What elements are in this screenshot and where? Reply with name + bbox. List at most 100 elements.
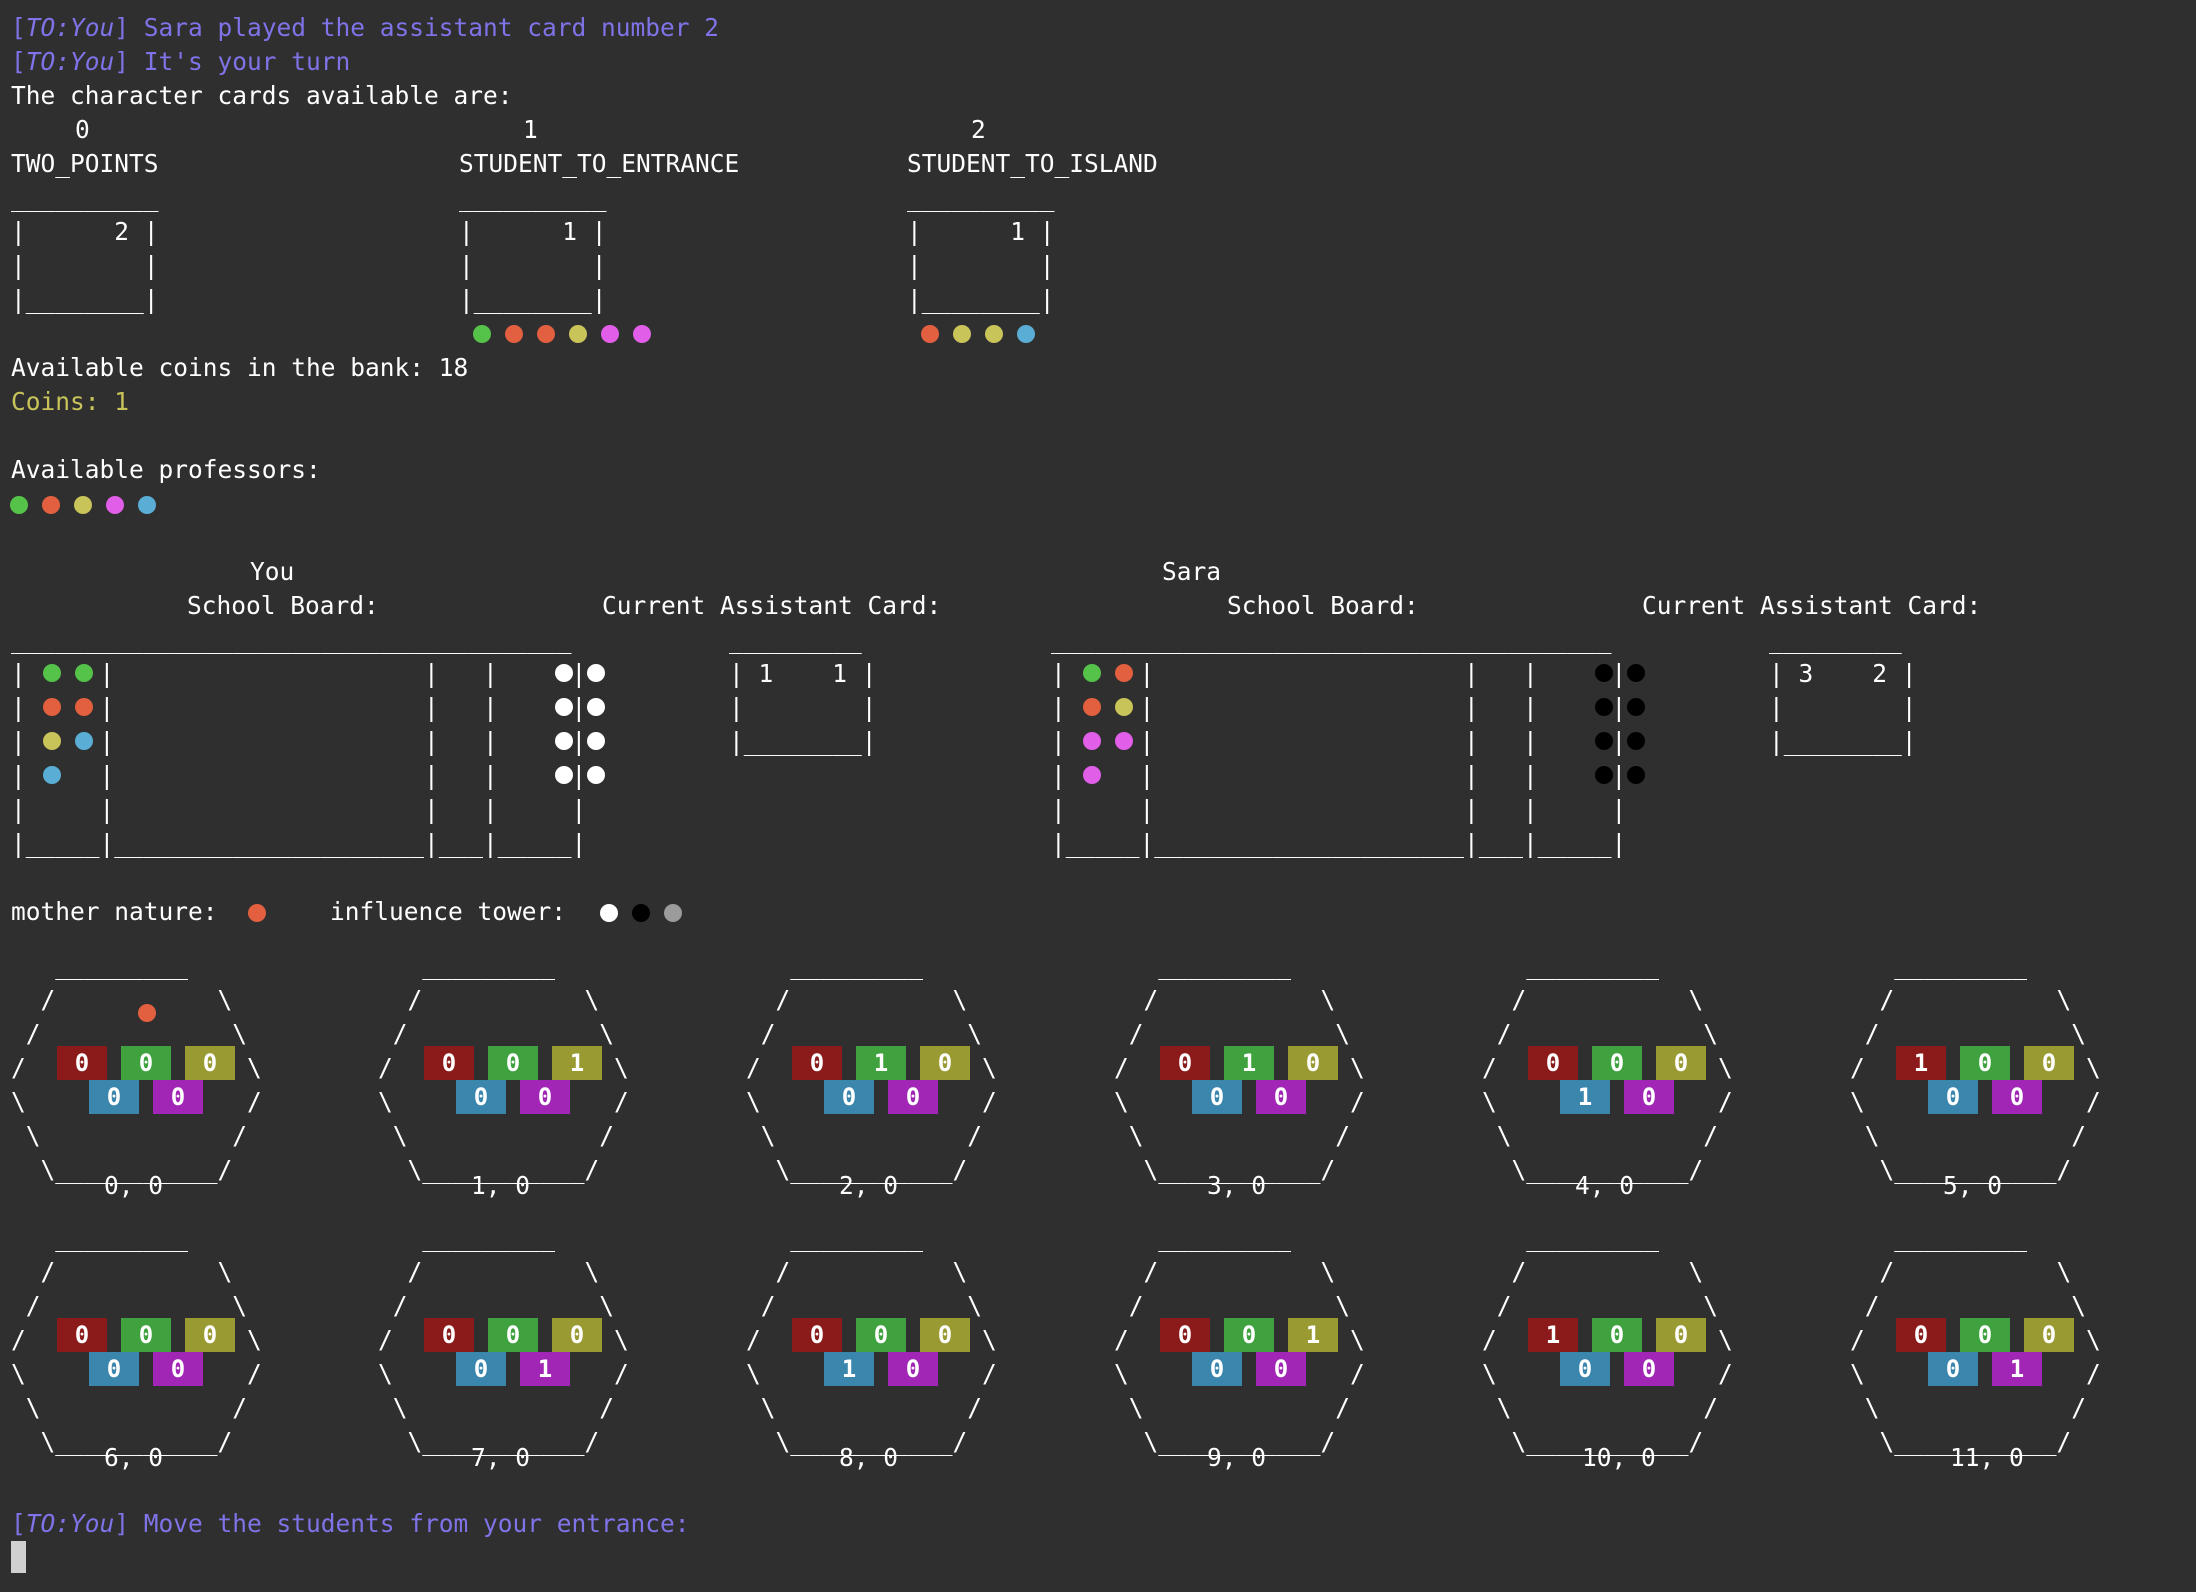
pink-professor-icon — [106, 496, 124, 514]
island-label: 6, 0 — [104, 1443, 164, 1472]
island-student-count: 1 — [1528, 1318, 1578, 1352]
blue-student-icon — [43, 766, 61, 784]
message-your-turn: [TO:You] It's your turn — [11, 47, 351, 76]
yellow-student-icon — [1115, 698, 1133, 716]
white-tower-icon — [555, 766, 573, 784]
green-student-icon — [43, 664, 61, 682]
island[interactable]: _________ / \ / \ / \ \ / \ / \_________… — [1114, 1223, 1365, 1456]
island-student-count: 0 — [824, 1080, 874, 1114]
black-tower-icon — [1595, 698, 1613, 716]
white-tower-icon — [587, 664, 605, 682]
island[interactable]: _________ / \ / \ / \ \ / \ / \_________… — [1482, 951, 1733, 1184]
island-student-count: 0 — [57, 1046, 107, 1080]
island-student-count: 0 — [1592, 1318, 1642, 1352]
pink-student-icon — [1083, 732, 1101, 750]
professors-list — [10, 496, 156, 514]
terminal-cursor[interactable] — [11, 1541, 26, 1573]
influence-tower-label: influence tower: — [330, 897, 567, 926]
island-student-count: 0 — [792, 1046, 842, 1080]
island-label: 5, 0 — [1943, 1171, 2003, 1200]
character-card[interactable]: __________ | 1 | | | |________| — [459, 183, 607, 314]
island-student-count: 0 — [1160, 1046, 1210, 1080]
yellow-student-icon — [43, 732, 61, 750]
green-student-icon — [473, 325, 491, 343]
island[interactable]: _________ / \ / \ / \ \ / \ / \_________… — [1114, 951, 1365, 1184]
island-label: 11, 0 — [1950, 1443, 2024, 1472]
island-student-count: 0 — [1192, 1352, 1242, 1386]
red-student-icon — [537, 325, 555, 343]
island[interactable]: _________ / \ / \ / \ \ / \ / \_________… — [1482, 1223, 1733, 1456]
pink-student-icon — [1115, 732, 1133, 750]
white-tower-icon — [555, 732, 573, 750]
island-student-count: 0 — [57, 1318, 107, 1352]
black-tower-icon — [1595, 664, 1613, 682]
island-label: 8, 0 — [839, 1443, 899, 1472]
mother-nature-icon — [248, 904, 266, 922]
red-student-icon — [505, 325, 523, 343]
island[interactable]: _________ / \ / \ / \ \ / \ / \_________… — [746, 1223, 997, 1456]
island[interactable]: _________ / \ / \ / \ \ / \ / \_________… — [746, 951, 997, 1184]
island[interactable]: _________ / \ / \ / \ \ / \ / \_________… — [1850, 1223, 2101, 1456]
tower-black-icon — [632, 904, 650, 922]
island-student-count: 0 — [520, 1080, 570, 1114]
island-student-count: 0 — [552, 1318, 602, 1352]
island-student-count: 0 — [856, 1318, 906, 1352]
white-tower-icon — [555, 698, 573, 716]
board-player-name: You — [250, 557, 295, 586]
island-student-count: 0 — [920, 1318, 970, 1352]
island-label: 10, 0 — [1582, 1443, 1656, 1472]
mother-nature-label: mother nature: — [11, 897, 218, 926]
island[interactable]: _________ / \ / \ / \ \ / \ / \_________… — [11, 951, 262, 1184]
island-label: 3, 0 — [1207, 1171, 1267, 1200]
black-tower-icon — [1595, 732, 1613, 750]
tower-white-icon — [600, 904, 618, 922]
red-professor-icon — [42, 496, 60, 514]
island[interactable]: _________ / \ / \ / \ \ / \ / \_________… — [378, 951, 629, 1184]
assistant-card[interactable]: _________ | 1 1 | | | |________| — [729, 625, 877, 756]
island[interactable]: _________ / \ / \ / \ \ / \ / \_________… — [11, 1223, 262, 1456]
message-move-students: [TO:You] Move the students from your ent… — [11, 1509, 690, 1538]
yellow-student-icon — [953, 325, 971, 343]
green-student-icon — [1083, 664, 1101, 682]
island-student-count: 0 — [185, 1046, 235, 1080]
island-student-count: 0 — [1656, 1046, 1706, 1080]
yellow-professor-icon — [74, 496, 92, 514]
island-student-count: 0 — [1928, 1080, 1978, 1114]
professors-label: Available professors: — [11, 455, 321, 484]
tower-grey-icon — [664, 904, 682, 922]
pink-student-icon — [601, 325, 619, 343]
black-tower-icon — [1627, 698, 1645, 716]
red-student-icon — [1115, 664, 1133, 682]
character-card[interactable]: __________ | 2 | | | |________| — [11, 183, 159, 314]
assistant-card[interactable]: _________ | 3 2 | | | |________| — [1769, 625, 1917, 756]
island-student-count: 0 — [456, 1352, 506, 1386]
island-student-count: 0 — [1288, 1046, 1338, 1080]
island-student-count: 0 — [1560, 1352, 1610, 1386]
island-student-count: 0 — [1192, 1080, 1242, 1114]
green-professor-icon — [10, 496, 28, 514]
island[interactable]: _________ / \ / \ / \ \ / \ / \_________… — [378, 1223, 629, 1456]
island-label: 1, 0 — [471, 1171, 531, 1200]
island-student-count: 1 — [1896, 1046, 1946, 1080]
island-student-count: 0 — [2024, 1046, 2074, 1080]
island-student-count: 0 — [89, 1352, 139, 1386]
character-card[interactable]: __________ | 1 | | | |________| — [907, 183, 1055, 314]
island-student-count: 0 — [2024, 1318, 2074, 1352]
island-student-count: 0 — [456, 1080, 506, 1114]
black-tower-icon — [1627, 664, 1645, 682]
island[interactable]: _________ / \ / \ / \ \ / \ / \_________… — [1850, 951, 2101, 1184]
island-student-count: 0 — [1624, 1352, 1674, 1386]
island-student-count: 0 — [121, 1318, 171, 1352]
character-card-index: 2 — [971, 115, 986, 144]
pink-student-icon — [1083, 766, 1101, 784]
island-student-count: 1 — [552, 1046, 602, 1080]
white-tower-icon — [587, 732, 605, 750]
island-student-count: 0 — [792, 1318, 842, 1352]
island-student-count: 0 — [424, 1046, 474, 1080]
character-card-name: TWO_POINTS — [11, 149, 159, 178]
green-student-icon — [75, 664, 93, 682]
island-label: 2, 0 — [839, 1171, 899, 1200]
blue-student-icon — [75, 732, 93, 750]
island-student-count: 0 — [1960, 1046, 2010, 1080]
